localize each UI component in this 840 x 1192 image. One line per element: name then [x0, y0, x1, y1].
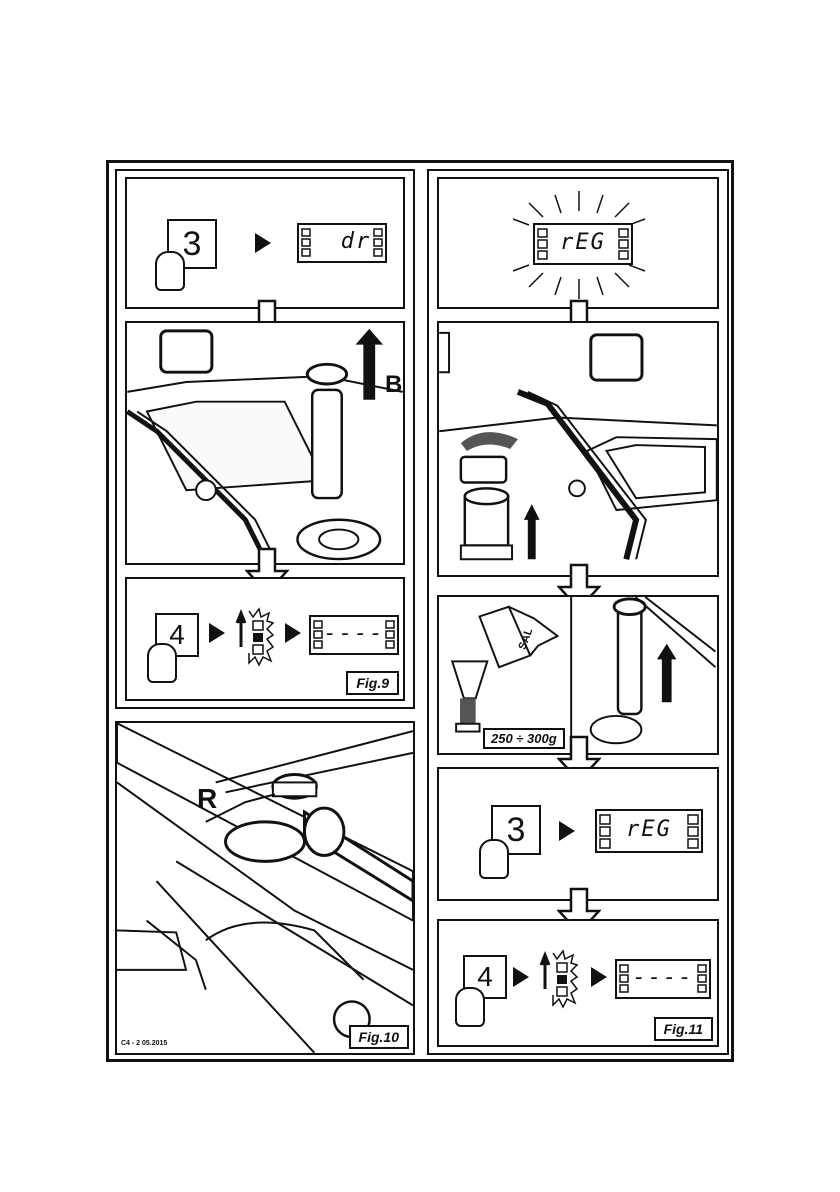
fig11-column: rEG — [427, 169, 729, 1055]
fig10-panel: R C4 - 2 05.2015 Fig.10 — [115, 721, 415, 1055]
display-reg: rEG — [595, 809, 703, 853]
display-reg-flashing: rEG — [533, 223, 633, 265]
display-dr: dr — [297, 223, 387, 263]
play-arrow-icon — [285, 623, 301, 643]
display-text: dr — [327, 229, 385, 261]
fig11-step4-panel: 3 rEG — [437, 767, 719, 901]
finger-icon — [455, 987, 485, 1027]
display-text: rEG — [597, 817, 701, 851]
fig11-step1-panel: rEG — [437, 177, 719, 309]
fig9-step2-panel: B — [125, 321, 405, 565]
instruction-sheet: 3 dr — [106, 160, 734, 1062]
play-arrow-icon — [513, 967, 529, 987]
fig9-step1-panel: 3 dr — [125, 177, 405, 309]
salt-container-cap-illustration — [439, 323, 717, 575]
play-arrow-icon — [559, 821, 575, 841]
play-arrow-icon — [209, 623, 225, 643]
figure-label: Fig.9 — [346, 671, 399, 695]
display-dashes: ---- — [615, 959, 711, 999]
doc-footer: C4 - 2 05.2015 — [121, 1040, 167, 1047]
finger-icon — [147, 643, 177, 683]
display-text: ---- — [617, 965, 709, 997]
figure-label: Fig.10 — [349, 1025, 409, 1049]
salt-filling-illustration — [439, 597, 717, 753]
fig11-step3-panel: SAL 250 ÷ 300g — [437, 595, 719, 755]
fig9-step3-panel: 4 ---- F — [125, 577, 405, 701]
arrow-label-b: B — [385, 371, 402, 399]
dishwasher-interior-illustration — [127, 323, 403, 563]
display-text: rEG — [535, 230, 631, 263]
callout-r: R — [197, 783, 217, 815]
play-arrow-icon — [255, 233, 271, 253]
spray-arm-nut-illustration — [117, 723, 413, 1053]
finger-icon — [155, 251, 185, 291]
fig11-step2-panel — [437, 321, 719, 577]
flashing-indicator-icon — [231, 607, 275, 667]
flashing-indicator-icon — [535, 949, 579, 1009]
display-dashes: ---- — [309, 615, 399, 655]
salt-amount-label: 250 ÷ 300g — [483, 728, 565, 749]
figure-label: Fig.11 — [654, 1017, 713, 1041]
display-text: ---- — [311, 621, 397, 653]
left-column: 3 dr — [115, 169, 415, 709]
fig11-step5-panel: 4 ---- F — [437, 919, 719, 1047]
finger-icon — [479, 839, 509, 879]
play-arrow-icon — [591, 967, 607, 987]
